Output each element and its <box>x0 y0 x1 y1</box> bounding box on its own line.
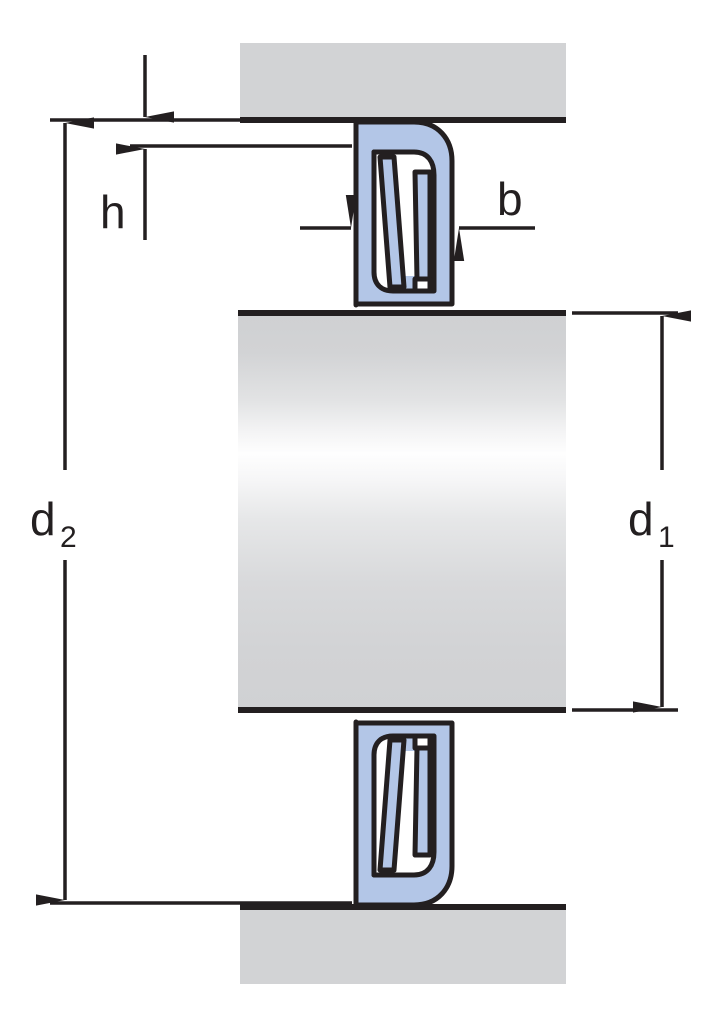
dimension-d2: d 2 <box>30 117 352 906</box>
shaft-surface-lines <box>238 310 566 713</box>
dimension-d1: d 1 <box>572 310 691 713</box>
dimension-label-h: h <box>100 186 126 238</box>
seal-top <box>353 117 455 308</box>
dimension-b: b <box>300 173 535 261</box>
dimension-label-b: b <box>497 173 523 225</box>
housing-top <box>240 43 566 119</box>
dimension-h: h <box>100 55 352 240</box>
dimension-subscript-d1: 1 <box>658 521 675 554</box>
seal-bottom <box>353 719 455 910</box>
dimension-label-d2: d <box>30 493 56 545</box>
shaft-block <box>238 313 566 710</box>
housing-bottom <box>240 908 566 984</box>
dimension-label-d1: d <box>628 493 654 545</box>
dimension-subscript-d2: 2 <box>60 521 77 554</box>
